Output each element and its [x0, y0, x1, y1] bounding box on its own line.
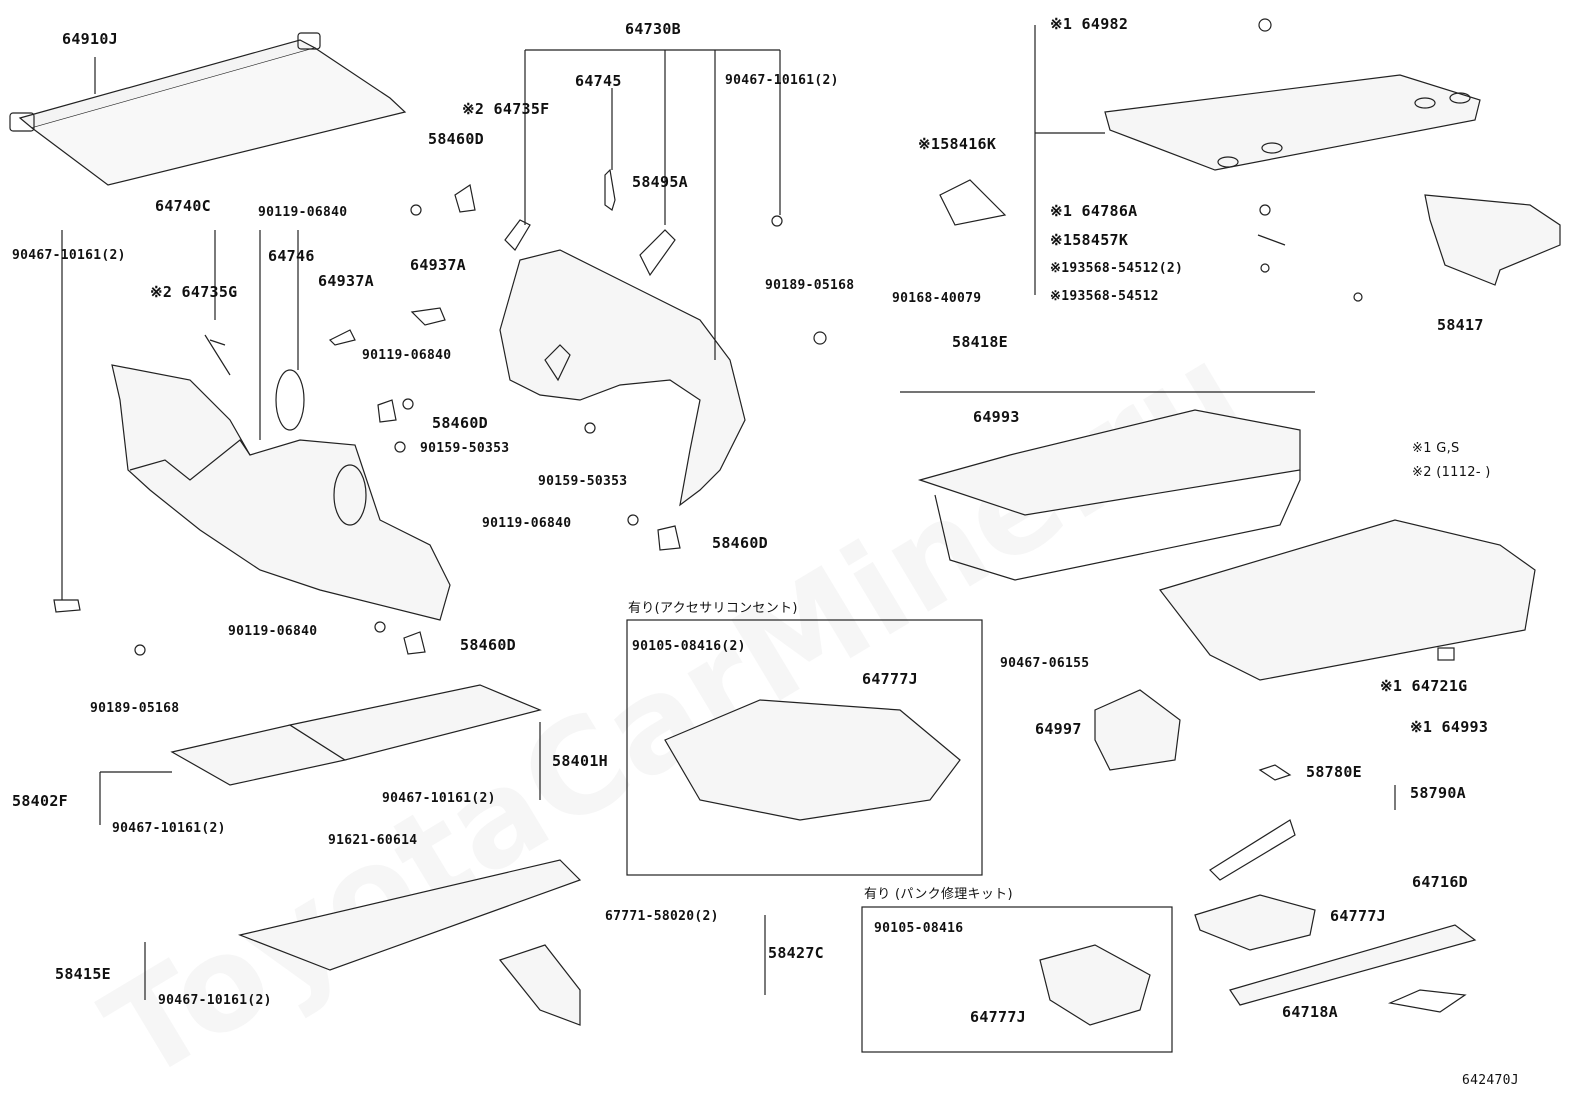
part-label: 67771-58020(2): [605, 909, 719, 924]
deck-board-drawing: [1034, 18, 1481, 302]
part-label: 58780E: [1306, 763, 1362, 781]
part-label: 90168-40079: [892, 291, 982, 306]
part-label: 90189-05168: [90, 701, 180, 716]
part-label: 58460D: [712, 534, 768, 552]
part-label: ※1 64721G: [1380, 677, 1468, 695]
part-label: 64718A: [1282, 1003, 1338, 1021]
part-label: 64910J: [62, 30, 118, 48]
part-label: 90159-50353: [538, 474, 628, 489]
part-label: 64745: [575, 72, 622, 90]
tray-lower-drawing: [1158, 519, 1536, 681]
part-label: 58418E: [952, 333, 1008, 351]
part-label: 90467-10161(2): [158, 993, 272, 1008]
part-label: ※1 64786A: [1050, 202, 1138, 220]
part-label: 90119-06840: [228, 624, 318, 639]
part-label: 90105-08416: [874, 921, 964, 936]
part-label: 64716D: [1412, 873, 1468, 891]
figure-id: 642470J: [1462, 1073, 1519, 1088]
box-title-accessory: 有り(アクセサリコンセント): [628, 601, 798, 616]
part-label: 64740C: [155, 197, 211, 215]
part-label: ※1 64993: [1410, 718, 1489, 736]
part-label: 58460D: [432, 414, 488, 432]
part-label: 58427C: [768, 944, 824, 962]
part-label: 90105-08416(2): [632, 639, 746, 654]
part-label: ※2 64735F: [462, 100, 550, 118]
part-label: 58415E: [55, 965, 111, 983]
part-label: 90119-06840: [258, 205, 348, 220]
part-label: 58401H: [552, 752, 608, 770]
part-label: 90119-06840: [482, 516, 572, 531]
part-label: 90467-06155: [1000, 656, 1090, 671]
part-label: 64777J: [862, 670, 918, 688]
part-label: 90467-10161(2): [382, 791, 496, 806]
box-title-kit: 有り (パンク修理キット): [864, 887, 1013, 902]
clip-drawings: [134, 184, 827, 656]
part-label: 64746: [268, 247, 315, 265]
right-trim-panel-drawing: [499, 49, 781, 507]
part-label: 90467-10161(2): [725, 73, 839, 88]
part-label: 91621-60614: [328, 833, 418, 848]
jack-drawing: [1194, 764, 1477, 1013]
part-label: 64777J: [1330, 907, 1386, 925]
holder-64997-drawing: [1094, 689, 1181, 771]
bracket-58427C-drawing: [498, 944, 581, 1026]
part-label: 64777J: [970, 1008, 1026, 1026]
part-label: 64993: [973, 408, 1020, 426]
part-label: ※193568-54512(2): [1050, 261, 1184, 276]
part-label: 58495A: [632, 173, 688, 191]
part-label: 64730B: [625, 20, 681, 38]
note-date: ※2 (1112- ): [1412, 465, 1491, 480]
part-label: ※193568-54512: [1050, 289, 1159, 304]
left-trim-panel-drawing: [53, 230, 451, 621]
part-label: ※1 64982: [1050, 15, 1129, 33]
accessory-box-frame: [626, 619, 983, 876]
part-label: 58460D: [428, 130, 484, 148]
part-label: ※158457K: [1050, 231, 1129, 249]
bracket-58418E-drawing: [939, 179, 1007, 226]
tonneau-cover-drawing: [9, 32, 407, 186]
kit-box-frame: [861, 906, 1173, 1053]
bracket-58417-drawing: [1424, 194, 1561, 286]
part-label: 58402F: [12, 792, 68, 810]
part-label: 90159-50353: [420, 441, 510, 456]
part-label: 58790A: [1410, 784, 1466, 802]
part-label: 58460D: [460, 636, 516, 654]
part-label: 64997: [1035, 720, 1082, 738]
part-label: 90189-05168: [765, 278, 855, 293]
tray-upper-drawing: [900, 391, 1315, 581]
part-label: ※2 64735G: [150, 283, 238, 301]
floor-mat-drawing: [99, 684, 542, 825]
hook-drawing: [410, 307, 446, 326]
part-label: ※158416K: [918, 135, 997, 153]
part-label: 64937A: [410, 256, 466, 274]
part-label: 90119-06840: [362, 348, 452, 363]
tray-64777J-drawing: [664, 699, 961, 821]
part-label: 90467-10161(2): [112, 821, 226, 836]
mat-58415E-drawing: [237, 859, 582, 971]
part-label: 58417: [1437, 316, 1484, 334]
part-label: 64937A: [318, 272, 374, 290]
note-grade: ※1 G,S: [1412, 441, 1460, 456]
part-label: 90467-10161(2): [12, 248, 126, 263]
tray-kit-drawing: [1039, 944, 1151, 1026]
